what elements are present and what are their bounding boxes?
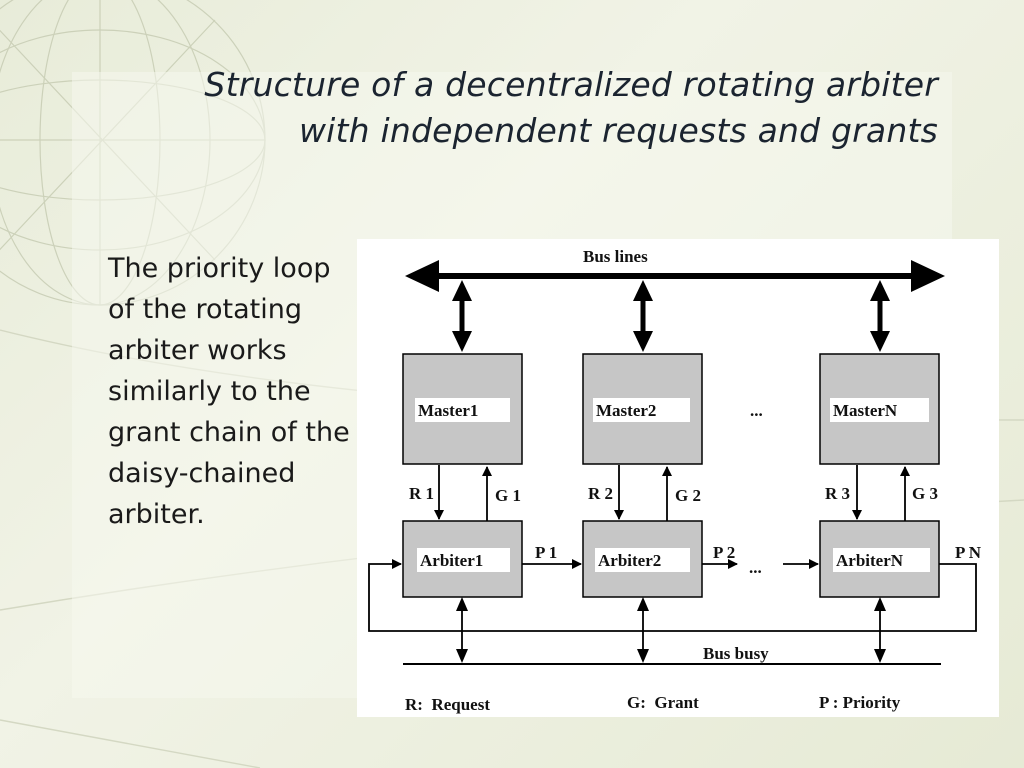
bus-lines-arrow: [405, 260, 945, 292]
request-2-label: R 2: [588, 484, 613, 503]
grant-1-label: G 1: [495, 486, 521, 505]
ellipsis-arbiters: ...: [749, 558, 762, 577]
master-block-n: MasterN: [819, 353, 940, 465]
master-block-1: Master1: [402, 353, 523, 465]
priority-2-label: P 2: [713, 543, 735, 562]
ellipsis-masters: ...: [750, 401, 763, 420]
priority-chain: [368, 559, 977, 632]
title-line-2: with independent requests and grants: [298, 111, 938, 150]
legend-priority: P : Priority: [819, 693, 901, 712]
request-grant-arrows: [434, 465, 910, 521]
request-1-label: R 1: [409, 484, 434, 503]
priority-n-label: P N: [955, 543, 982, 562]
body-paragraph: The priority loop of the rotating arbite…: [108, 253, 350, 530]
arbiter-block-1: Arbiter1: [402, 520, 523, 598]
arbiter-block-n: ArbiterN: [819, 520, 940, 598]
arbiter-1-label: Arbiter1: [420, 551, 483, 570]
master-block-2: Master2: [582, 353, 703, 465]
arbiter-block-2: Arbiter2: [582, 520, 703, 598]
bus-lines-label: Bus lines: [583, 247, 648, 266]
grant-2-label: G 2: [675, 486, 701, 505]
priority-1-label: P 1: [535, 543, 557, 562]
legend-request: R: Request: [405, 695, 490, 714]
bus-master-links: [452, 280, 890, 352]
master-1-label: Master1: [418, 401, 478, 420]
arbiter-diagram: Bus lines Master1: [357, 239, 999, 717]
slide-title: Structure of a decentralized rotating ar…: [78, 62, 938, 154]
arbiter-2-label: Arbiter2: [598, 551, 661, 570]
master-2-label: Master2: [596, 401, 656, 420]
arbiter-busbusy-links: [461, 607, 881, 653]
title-line-1: Structure of a decentralized rotating ar…: [204, 65, 938, 104]
master-n-label: MasterN: [833, 401, 898, 420]
bus-busy-label: Bus busy: [703, 644, 769, 663]
grant-3-label: G 3: [912, 484, 938, 503]
legend-grant: G: Grant: [627, 693, 699, 712]
request-3-label: R 3: [825, 484, 850, 503]
arbiter-n-label: ArbiterN: [836, 551, 904, 570]
